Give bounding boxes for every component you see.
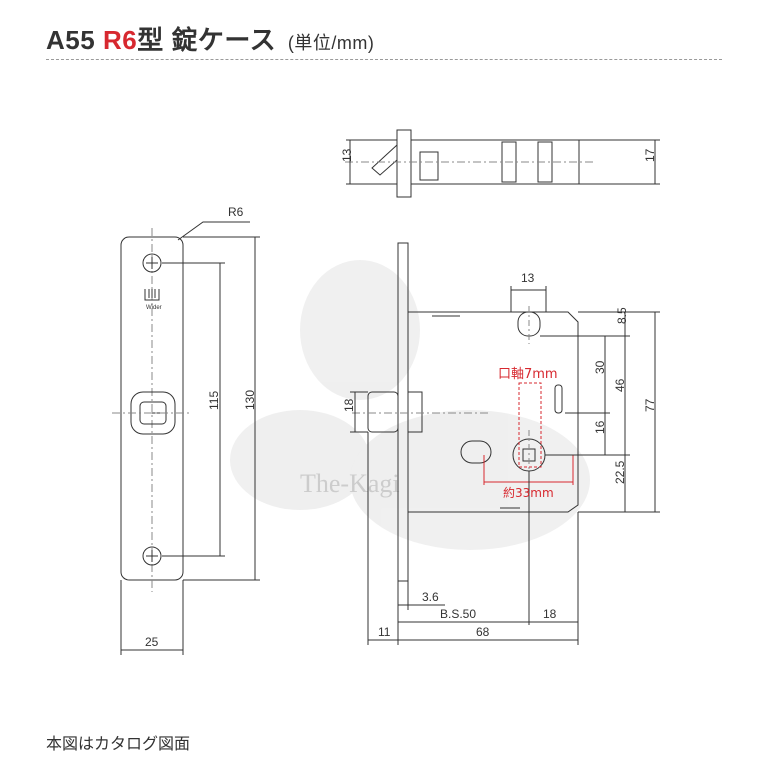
r6-leader (177, 221, 250, 241)
unit-label: (単位/mm) (287, 33, 375, 53)
dim-r6-label: R6 (228, 205, 244, 219)
spindle-size-label: 口軸7mm (498, 367, 558, 382)
dim-3.6-label: 3.6 (422, 590, 439, 604)
dim-8.5-label: 8.5 (615, 307, 629, 324)
dim-22.5-label: 22.5 (613, 460, 627, 484)
type-code: R6 (102, 25, 138, 55)
latch-bolt-front (112, 391, 192, 435)
dim-25-label: 25 (145, 635, 159, 649)
dim-68-label: 68 (476, 625, 490, 639)
catalog-note: 本図はカタログ図面 (46, 736, 191, 753)
approx-33mm-label: 約33mm (503, 485, 554, 500)
side-view (352, 242, 579, 582)
dim-77-label: 77 (643, 398, 657, 412)
page-title: A55 R6型 錠ケース (単位/mm) (46, 20, 375, 55)
dim-18-bottom-label: 18 (543, 607, 557, 621)
spindle-highlight (518, 382, 542, 468)
model-number: A55 (46, 25, 96, 55)
dim-16-label: 16 (593, 420, 607, 434)
case-body (407, 311, 579, 513)
dim-115-label: 115 (207, 391, 221, 410)
top-screw-icon (142, 253, 162, 273)
dim-13-top-label: 13 (340, 148, 354, 162)
dim-13-mid-label: 13 (521, 271, 535, 285)
dim-bs50-label: B.S.50 (440, 607, 476, 621)
top-view (345, 129, 595, 198)
brand-logo-icon (144, 289, 160, 301)
dim-18-left-label: 18 (342, 398, 356, 412)
dim-30-label: 30 (593, 360, 607, 374)
latch-bolt-side (367, 391, 399, 433)
dim-11-label: 11 (378, 625, 391, 639)
title-divider (46, 59, 722, 60)
dim-46-label: 46 (613, 378, 627, 392)
watermark-text: The-Kagi (300, 469, 400, 498)
bottom-screw-icon (142, 546, 162, 566)
dim-17-label: 17 (643, 148, 657, 162)
dim-130-label: 130 (243, 390, 257, 410)
watermark (230, 260, 590, 550)
logo-text: Wider (146, 305, 162, 311)
type-suffix: 型 錠ケース (137, 25, 277, 55)
